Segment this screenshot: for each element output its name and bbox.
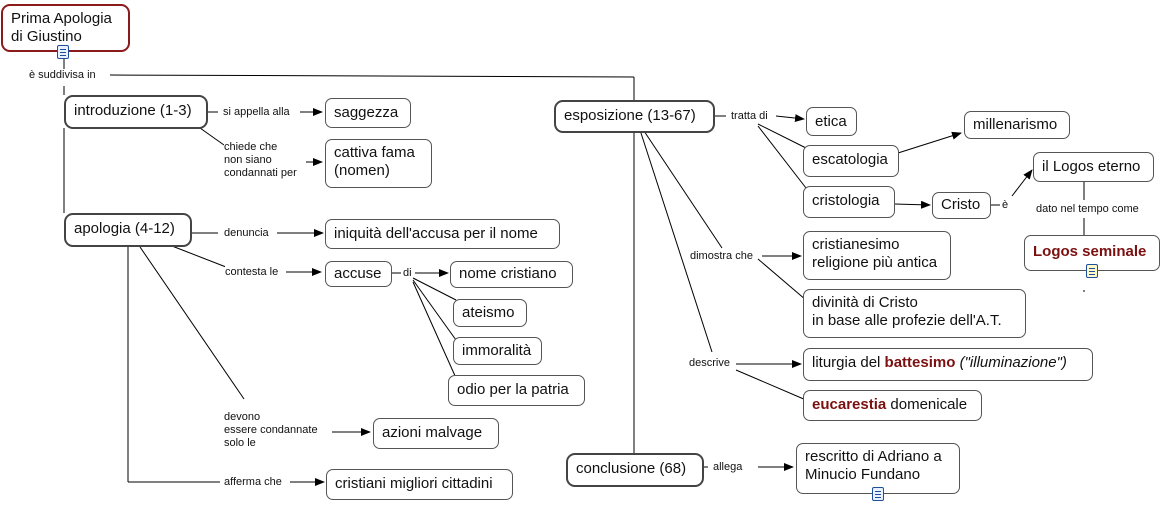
logos-seminale-label: Logos seminale [1033,243,1147,260]
node-odio-patria[interactable]: odio per la patria [448,375,585,406]
node-introduzione[interactable]: introduzione (1-3) [64,95,208,129]
node-escatologia[interactable]: escatologia [803,145,899,177]
link-label-denuncia: denuncia [224,227,269,240]
node-logos-eterno[interactable]: il Logos eterno [1033,152,1154,182]
link-label-dimostra: dimostra che [690,250,753,263]
node-immoralita[interactable]: immoralità [453,337,542,365]
node-logos-seminale[interactable]: Logos seminale [1024,235,1160,271]
node-azioni-malvage[interactable]: azioni malvage [373,418,499,449]
link-label-e: è [1002,199,1009,212]
node-ateismo[interactable]: ateismo [453,299,527,327]
link-label-contesta: contesta le [225,266,279,279]
node-liturgia[interactable]: liturgia del battesimo ("illuminazione") [803,348,1093,381]
node-nome-cristiano[interactable]: nome cristiano [450,261,573,288]
document-icon[interactable] [1086,264,1098,278]
node-cristologia[interactable]: cristologia [803,186,895,218]
node-etica[interactable]: etica [806,107,857,136]
link-label-suddivisa: è suddivisa in [29,69,96,82]
node-conclusione[interactable]: conclusione (68) [566,453,704,487]
root-title-line2: di Giustino [11,28,82,45]
node-apologia[interactable]: apologia (4-12) [64,213,192,247]
link-label-di: di [403,267,412,280]
node-eucarestia[interactable]: eucarestia domenicale [803,390,982,421]
node-saggezza[interactable]: saggezza [325,98,411,128]
document-icon[interactable] [57,45,69,59]
node-cattiva-fama[interactable]: cattiva fama(nomen) [325,139,432,188]
link-label-descrive: descrive [689,357,730,370]
root-title-line1: Prima Apologia [11,10,112,27]
link-label-allega: allega [713,461,743,474]
root-node[interactable]: Prima Apologia di Giustino [1,4,130,52]
node-esposizione[interactable]: esposizione (13-67) [554,100,715,133]
node-iniquita[interactable]: iniquità dell'accusa per il nome [325,219,560,249]
node-cristo[interactable]: Cristo [932,192,991,219]
link-label-tratta: tratta di [731,110,768,123]
link-label-dato: dato nel tempo come [1036,203,1139,216]
link-label-afferma: afferma che [224,476,282,489]
node-accuse[interactable]: accuse [325,261,392,287]
node-millenarismo[interactable]: millenarismo [964,111,1070,139]
document-icon[interactable] [872,487,884,501]
link-label-appella: si appella alla [223,106,290,119]
node-cristiani-migliori[interactable]: cristiani migliori cittadini [326,469,513,500]
